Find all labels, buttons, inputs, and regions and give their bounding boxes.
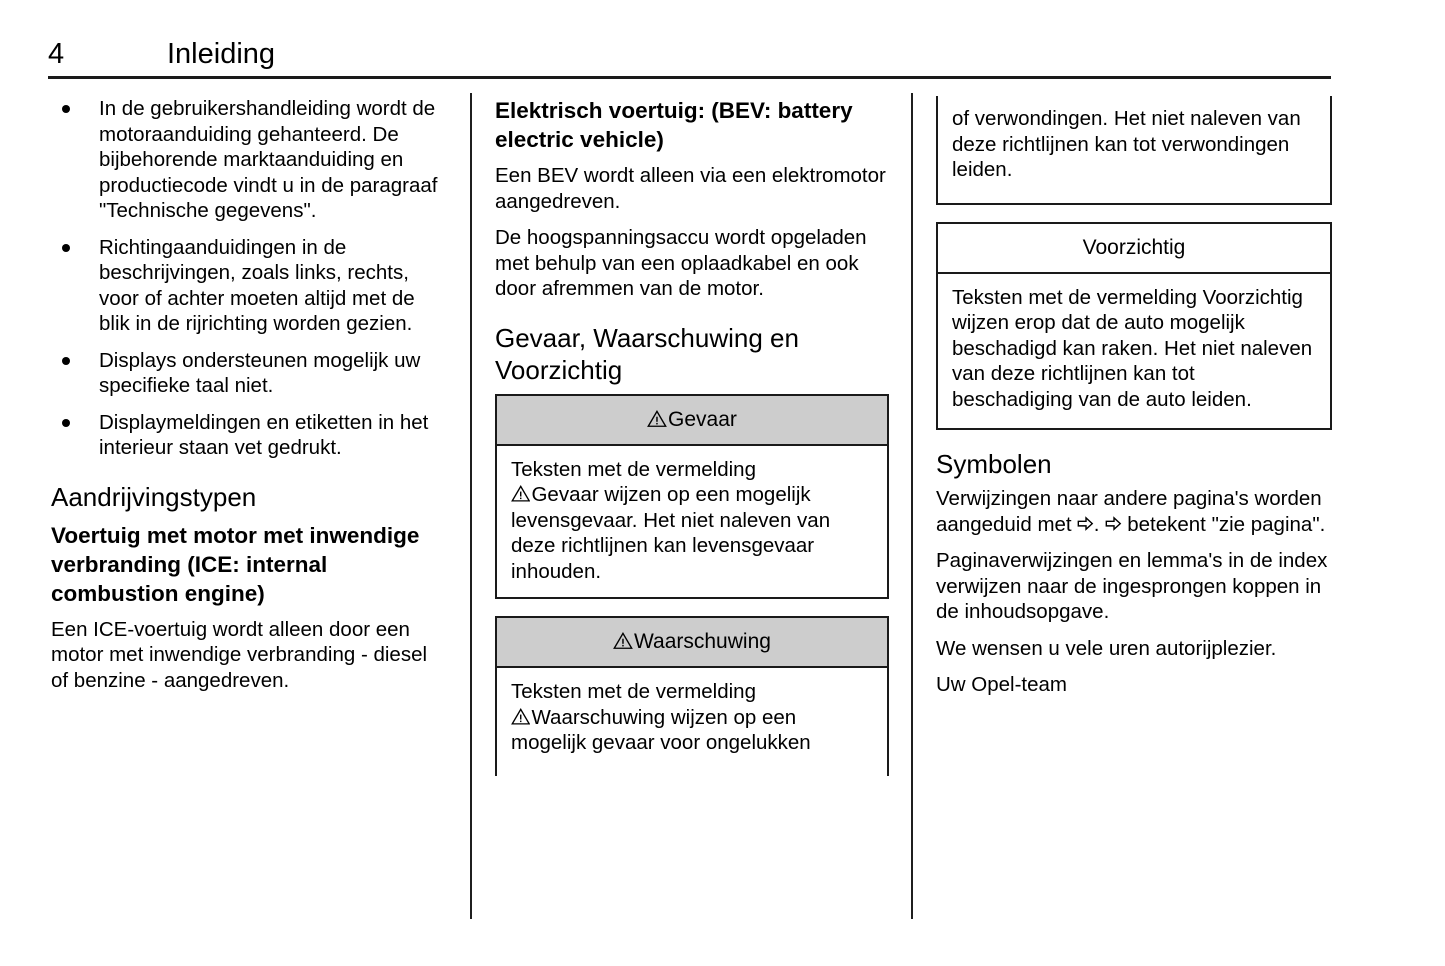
- list-item: Richtingaanduidingen in de beschrijvinge…: [51, 235, 449, 337]
- page-number: 4: [48, 38, 65, 70]
- list-item: Displays ondersteunen mogelijk uw specif…: [51, 348, 449, 399]
- paragraph-bev-1: Een BEV wordt alleen via een elektromoto…: [495, 164, 886, 213]
- list-item-text: Displays ondersteunen mogelijk uw specif…: [99, 348, 421, 398]
- header-divider-rule: [48, 76, 1331, 79]
- page-title: Inleiding: [167, 38, 276, 70]
- column-divider-right: [911, 93, 913, 919]
- section-heading-aandrijvingstypen: Aandrijvingstypen: [51, 481, 257, 512]
- paragraph-closing: We wensen u vele uren autorijplezier.: [936, 636, 1277, 660]
- paragraph-symbols: Verwijzingen naar andere pagina's worden…: [936, 486, 1332, 537]
- warning-triangle-icon: [613, 631, 633, 649]
- callout-gevaar: Gevaar Teksten met de vermelding Gevaar …: [495, 393, 889, 599]
- list-item-text: Displaymeldingen en etiketten in het int…: [99, 410, 429, 460]
- callout-waarschuwing: Waarschuwing Teksten met de vermelding W…: [495, 616, 889, 776]
- callout-waarschuwing-body-part2: Waarschuwing wijzen op een mogelijk geva…: [511, 705, 811, 755]
- warning-triangle-icon: [647, 408, 667, 427]
- callout-waarschuwing-header: Waarschuwing: [497, 618, 887, 668]
- list-item: In de gebruikershandleiding wordt de mot…: [51, 96, 449, 224]
- list-item-text: Richtingaanduidingen in de beschrijvinge…: [99, 235, 415, 336]
- paragraph-symbols-part3: betekent "zie pagina".: [1127, 512, 1326, 536]
- callout-waarschuwing-title: Waarschuwing: [633, 630, 771, 653]
- page-header: 4 Inleiding: [48, 36, 1331, 80]
- callout-voorzichtig: Voorzichtig Teksten met de vermelding Vo…: [936, 221, 1332, 430]
- column-divider-left: [470, 93, 472, 919]
- column-middle: Elektrisch voertuig: (BEV: battery elect…: [495, 96, 889, 776]
- paragraph-symbols-part2: .: [1093, 512, 1100, 536]
- column-right: of verwondingen. Het niet naleven van de…: [936, 96, 1332, 709]
- warning-triangle-icon: [511, 706, 531, 725]
- right-arrow-icon: [1077, 512, 1094, 532]
- callout-gevaar-body-part1: Teksten met de vermelding: [511, 457, 756, 481]
- callout-waarschuwing-body: Teksten met de vermelding Waarschuwing w…: [497, 668, 887, 776]
- callout-gevaar-title: Gevaar: [668, 407, 737, 431]
- callout-waarschuwing-body-part1: Teksten met de vermelding: [511, 680, 756, 703]
- subheading-bev: Elektrisch voertuig: (BEV: battery elect…: [495, 98, 853, 152]
- bullet-dot-icon: [62, 105, 70, 113]
- callout-voorzichtig-body: Teksten met de vermelding Voorzichtig wi…: [952, 285, 1313, 411]
- paragraph-index: Paginaverwijzingen en lemma's in de inde…: [936, 549, 1328, 623]
- callout-gevaar-body: Teksten met de vermelding Gevaar wijzen …: [497, 446, 887, 598]
- callout-gevaar-header: Gevaar: [497, 395, 887, 446]
- callout-waarschuwing-continued: of verwondingen. Het niet naleven van de…: [936, 96, 1332, 205]
- paragraph-symbols-part1: Verwijzingen naar andere pagina's worden…: [936, 487, 1322, 536]
- column-left: In de gebruikershandleiding wordt de mot…: [51, 96, 449, 704]
- callout-gevaar-body-part2: Gevaar wijzen op een mogelijk levensgeva…: [511, 483, 831, 583]
- list-item-text: In de gebruikershandleiding wordt de mot…: [99, 97, 438, 222]
- intro-bullet-list: In de gebruikershandleiding wordt de mot…: [51, 96, 449, 461]
- subheading-ice: Voertuig met motor met inwendige verbran…: [51, 522, 420, 606]
- callout-waarschuwing-continued-body: of verwondingen. Het niet naleven van de…: [952, 107, 1301, 181]
- paragraph-ice: Een ICE-voertuig wordt alleen door een m…: [51, 617, 428, 692]
- bullet-dot-icon: [62, 356, 70, 365]
- paragraph-bev-2: De hoogspanningsaccu wordt opgeladen met…: [495, 226, 867, 300]
- section-heading-symbolen: Symbolen: [936, 449, 1052, 479]
- callout-voorzichtig-header: Voorzichtig: [938, 223, 1330, 274]
- section-heading-gevaar-waarschuwing-voorzichtig: Gevaar, Waarschuwing en Voorzichtig: [495, 322, 799, 385]
- bullet-dot-icon: [62, 243, 70, 252]
- warning-triangle-icon: [511, 484, 531, 502]
- right-arrow-icon: [1105, 512, 1122, 532]
- bullet-dot-icon: [62, 418, 70, 427]
- signature-opel-team: Uw Opel-team: [936, 673, 1068, 696]
- list-item: Displaymeldingen en etiketten in het int…: [51, 410, 449, 461]
